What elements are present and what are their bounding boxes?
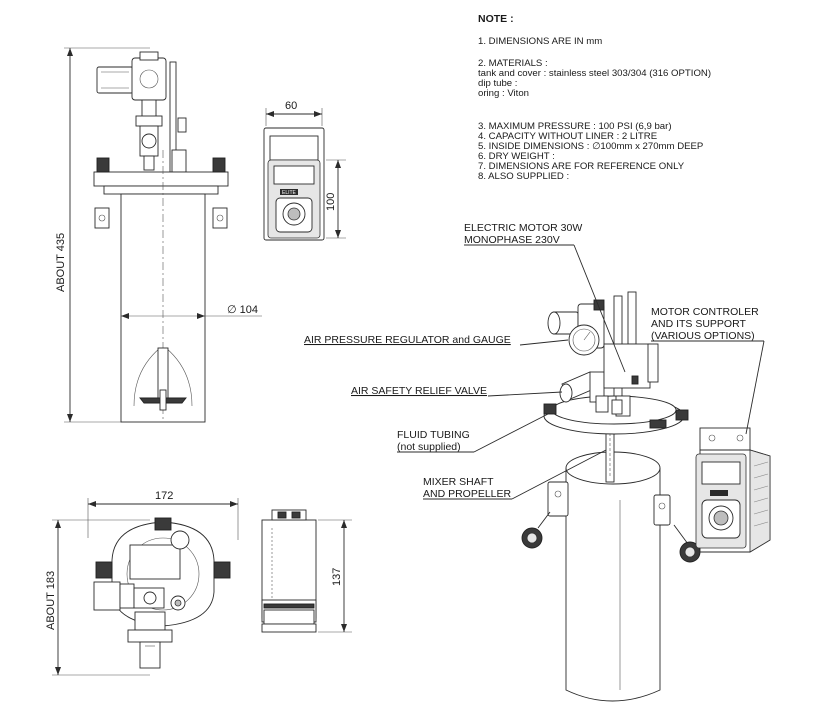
note-6: 6. DRY WEIGHT :	[478, 151, 555, 162]
notes-block: NOTE : 1. DIMENSIONS ARE IN mm 2. MATERI…	[478, 13, 711, 182]
note-5: 5. INSIDE DIMENSIONS : ∅100mm x 270mm DE…	[478, 141, 703, 152]
top-width-label: 172	[155, 490, 173, 502]
controller-callout-line3: (VARIOUS OPTIONS)	[651, 330, 755, 342]
isometric-view	[521, 291, 771, 702]
motor-callout-line1: ELECTRIC MOTOR 30W	[464, 222, 582, 234]
mixer-callout-line2: AND PROPELLER	[423, 488, 512, 500]
note-3: 3. MAXIMUM PRESSURE : 100 PSI (6,9 bar)	[478, 121, 672, 132]
top-view: 172 ABOUT 183	[45, 490, 239, 676]
diameter-dimension-label: ∅ 104	[227, 304, 258, 316]
side-view: ABOUT 435	[55, 47, 262, 423]
controller-callout-line2: AND ITS SUPPORT	[651, 318, 746, 330]
controller-height-label: 100	[325, 193, 337, 211]
regulator-callout: AIR PRESSURE REGULATOR and GAUGE	[304, 334, 511, 346]
motor-callout-line2: MONOPHASE 230V	[464, 234, 560, 246]
controller-side-view: 137	[261, 509, 352, 633]
controller-side-height-label: 137	[331, 568, 343, 586]
note-2-dip-tube: dip tube :	[478, 78, 517, 89]
mixer-callout-line1: MIXER SHAFT	[423, 476, 494, 488]
controller-front-view: 60 ELITE 100	[263, 100, 346, 241]
note-2-tank: tank and cover : stainless steel 303/304…	[478, 68, 711, 79]
note-8: 8. ALSO SUPPLIED :	[478, 171, 569, 182]
note-7: 7. DIMENSIONS ARE FOR REFERENCE ONLY	[478, 161, 685, 172]
tubing-callout-line2: (not supplied)	[397, 441, 461, 453]
controller-width-label: 60	[285, 100, 297, 112]
top-height-label: ABOUT 183	[45, 571, 57, 630]
tubing-callout-line1: FLUID TUBING	[397, 429, 470, 441]
callouts: ELECTRIC MOTOR 30W MONOPHASE 230V MOTOR …	[304, 222, 765, 500]
note-2: 2. MATERIALS :	[478, 58, 548, 69]
notes-title: NOTE :	[478, 13, 514, 25]
relief-callout: AIR SAFETY RELIEF VALVE	[351, 385, 487, 397]
controller-badge	[280, 189, 298, 195]
controller-callout-line1: MOTOR CONTROLER	[651, 306, 759, 318]
height-dimension-label: ABOUT 435	[55, 233, 67, 292]
note-2-oring: oring : Viton	[478, 88, 529, 99]
note-4: 4. CAPACITY WITHOUT LINER : 2 LITRE	[478, 131, 657, 142]
controller-badge-text: ELITE	[282, 190, 297, 196]
note-1: 1. DIMENSIONS ARE IN mm	[478, 36, 602, 47]
